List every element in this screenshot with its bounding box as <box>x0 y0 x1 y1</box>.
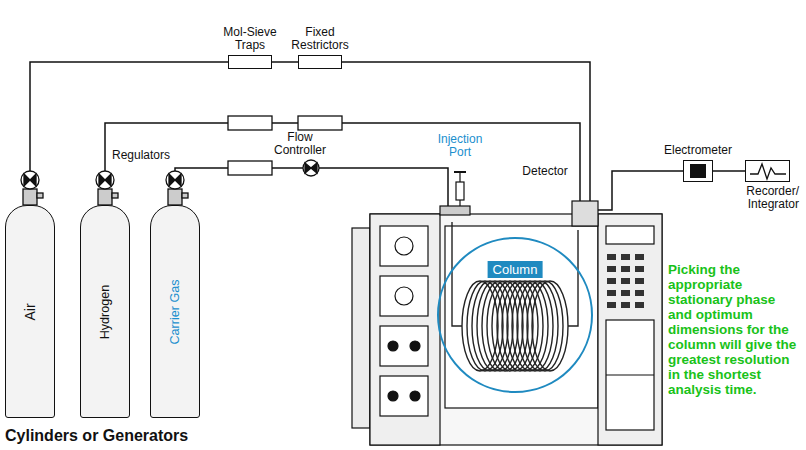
part-label: Injection Port <box>428 133 492 159</box>
electrometer-symbol <box>690 164 706 178</box>
detector-symbol <box>572 201 598 226</box>
part-label: Regulators <box>108 149 174 162</box>
gas-line <box>30 62 228 205</box>
figure-caption: Cylinders or Generators <box>5 426 265 445</box>
column-highlight: Column <box>437 237 593 393</box>
cylinder-label: Hydrogen <box>97 284 113 339</box>
recorder-box: Recorder/ Integrator <box>745 160 790 182</box>
flow-controller-symbol <box>303 160 319 176</box>
gas-cylinder: Hydrogen <box>80 205 130 418</box>
column-label: Column <box>488 261 543 278</box>
trap-boxes <box>228 116 342 175</box>
gas-line <box>713 170 745 172</box>
gas-cylinder: Air <box>5 205 55 418</box>
column-coil <box>452 222 578 371</box>
gas-lines <box>105 62 683 210</box>
regulator-symbols <box>21 171 188 205</box>
part-label: Detector <box>515 165 575 178</box>
injection-syringe <box>440 172 470 215</box>
part-label: Electrometer <box>664 144 732 157</box>
gas-cylinder: Carrier Gas <box>150 205 200 418</box>
part-label: Recorder/ Integrator <box>737 185 799 211</box>
cylinder-label: Air <box>22 303 38 320</box>
part-label: Fixed Restrictors <box>287 26 353 52</box>
part-label: Mol-Sieve Traps <box>219 26 281 52</box>
gas-line <box>272 61 298 63</box>
part-label: Flow Controller <box>268 131 332 157</box>
note-text: Picking the appropriate stationary phase… <box>668 262 802 397</box>
recorder-trace <box>750 164 786 179</box>
gc-instrument <box>352 214 662 445</box>
electrometer-box: Electrometer <box>683 160 713 182</box>
fixed-restrictor: Fixed Restrictors <box>298 55 342 69</box>
mol-sieve-trap: Mol-Sieve Traps <box>228 55 272 69</box>
cylinder-label: Carrier Gas <box>167 279 183 344</box>
